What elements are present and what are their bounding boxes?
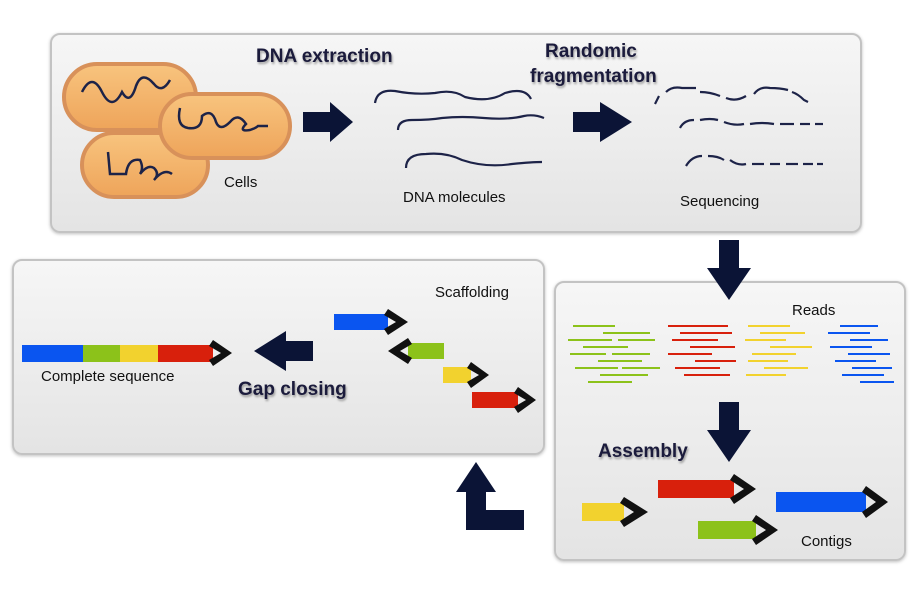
cell-3 — [158, 92, 292, 160]
contig-yellow — [582, 497, 648, 527]
scaffold-red — [472, 387, 536, 413]
label-assembly: Assembly — [598, 441, 688, 462]
label-gap-closing: Gap closing — [238, 379, 347, 400]
contig-blue — [776, 486, 888, 518]
reads-green — [568, 325, 660, 383]
scaffold-blue — [334, 309, 408, 335]
arrow-down-to-reads — [707, 240, 751, 300]
arrow-left-to-complete — [254, 331, 313, 371]
label-contigs: Contigs — [801, 533, 852, 550]
label-random-fragmentation-1: Randomic — [545, 41, 637, 62]
reads-yellow — [745, 325, 812, 376]
dna-fragments — [654, 86, 823, 167]
dna-molecules-strands — [373, 89, 545, 169]
arrow-to-dna-molecules — [303, 102, 353, 142]
reads-red — [668, 325, 736, 376]
reads-blue — [828, 325, 894, 383]
label-cells: Cells — [224, 174, 258, 191]
complete-sequence-bar — [22, 340, 232, 366]
scaffold-yellow — [443, 362, 489, 388]
label-dna-molecules: DNA molecules — [403, 189, 506, 206]
contig-green — [698, 515, 778, 545]
label-complete-sequence: Complete sequence — [41, 368, 175, 385]
arrow-up-to-scaffolding — [456, 462, 524, 530]
label-scaffolding: Scaffolding — [435, 284, 509, 301]
scaffold-green-reversed — [388, 338, 444, 364]
label-random-fragmentation-2: fragmentation — [530, 66, 657, 87]
label-reads: Reads — [792, 302, 836, 319]
label-sequencing: Sequencing — [680, 193, 760, 210]
arrow-down-to-assembly — [707, 402, 751, 462]
label-dna-extraction: DNA extraction — [256, 46, 393, 67]
contig-red — [658, 474, 756, 504]
arrow-to-fragments — [573, 102, 632, 142]
